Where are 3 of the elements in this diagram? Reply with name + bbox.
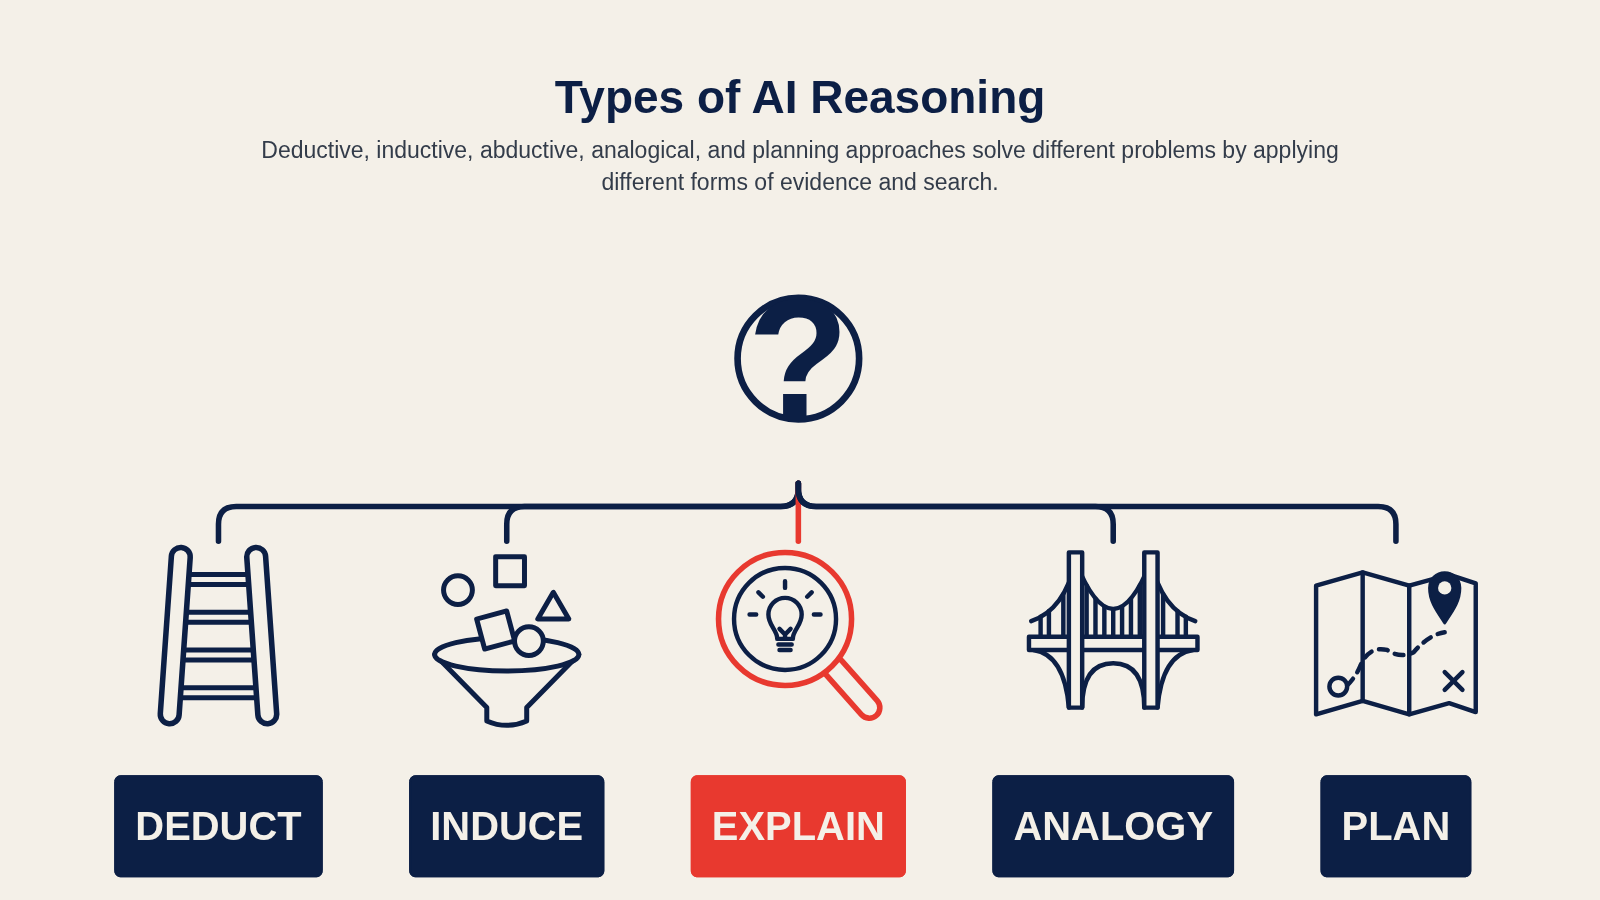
title: Types of AI Reasoning [554, 70, 1046, 124]
node-circle: ? [734, 294, 863, 423]
caption: Deductive, inductive, abductive, analogical, and planning approaches solve different problems by applying different forms of evidence and search. [260, 136, 1340, 197]
